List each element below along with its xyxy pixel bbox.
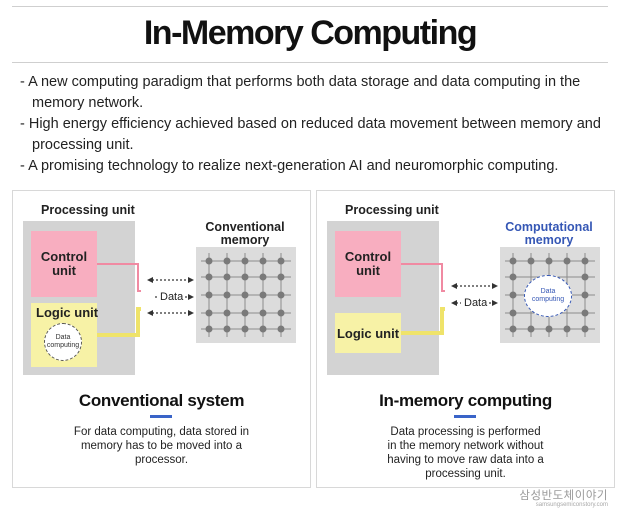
data-label: Data bbox=[464, 297, 488, 309]
title-underline bbox=[150, 415, 172, 418]
title-divider bbox=[12, 62, 608, 63]
control-link-line bbox=[97, 263, 141, 292]
in-memory-computing-panel: Processing unit Control unit Logic unit … bbox=[316, 190, 615, 488]
control-unit: Control unit bbox=[335, 231, 401, 297]
arrowheads bbox=[451, 283, 498, 306]
logic-unit-label: Logic unit bbox=[336, 325, 400, 341]
memory-cells bbox=[205, 257, 285, 333]
memory-cells bbox=[509, 257, 589, 333]
bullet-item: A promising technology to realize next-g… bbox=[20, 156, 610, 177]
bullet-item: High energy efficiency achieved based on… bbox=[20, 114, 610, 156]
connection-diagram bbox=[97, 253, 291, 337]
memory-label: Computational memory bbox=[505, 220, 593, 247]
system-description: For data computing, data stored in memor… bbox=[73, 426, 250, 466]
system-title: Conventional system bbox=[78, 391, 245, 410]
control-unit: Control unit bbox=[31, 231, 97, 297]
conventional-system-panel: Processing unit Control unit Logic unit … bbox=[12, 190, 311, 488]
data-label: Data bbox=[160, 291, 184, 303]
watermark-url: samsungsemiconstory.com bbox=[535, 502, 608, 508]
bullet-list: A new computing paradigm that performs b… bbox=[20, 72, 610, 177]
logic-unit-label: Logic unit bbox=[36, 305, 99, 320]
data-computing-circle: Data computing bbox=[44, 323, 82, 361]
logic-link-line bbox=[97, 307, 141, 337]
logic-link-line bbox=[401, 307, 445, 335]
system-title: In-memory computing bbox=[379, 391, 552, 410]
top-divider bbox=[12, 6, 608, 7]
title-underline bbox=[454, 415, 476, 418]
processing-unit-label: Processing unit bbox=[345, 203, 439, 217]
bullet-item: A new computing paradigm that performs b… bbox=[20, 72, 610, 114]
memory-label: Conventional memory bbox=[205, 220, 285, 247]
watermark-logo-text: 삼성반도체이야기 bbox=[519, 490, 608, 502]
logic-unit: Logic unit bbox=[335, 313, 401, 353]
arrowheads bbox=[147, 277, 194, 316]
page-title: In-Memory Computing bbox=[143, 14, 478, 52]
system-description: Data processing is performed in the memo… bbox=[387, 426, 544, 480]
data-computing-circle: Data computing bbox=[524, 275, 572, 317]
processing-unit-label: Processing unit bbox=[41, 203, 135, 217]
control-link-line bbox=[401, 263, 445, 292]
